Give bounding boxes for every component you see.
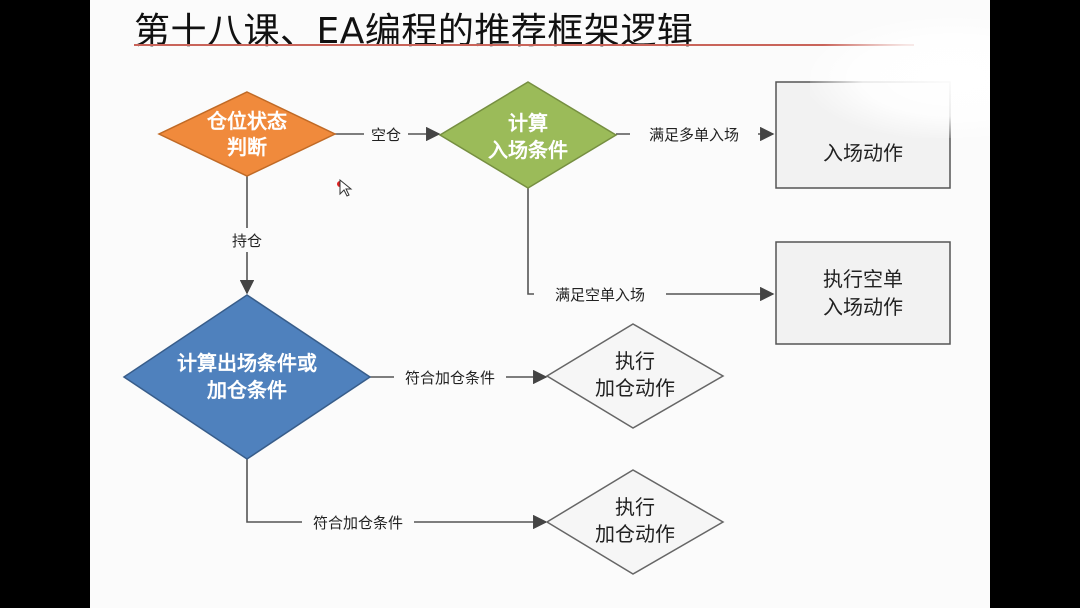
decision-label: 仓位状态 [206, 109, 287, 133]
edge-short [527, 188, 775, 302]
action-label: 加仓动作 [595, 376, 675, 400]
process-short-entry: 执行空单 入场动作 [775, 241, 951, 345]
connectors [239, 126, 775, 530]
decision-label: 计算出场条件或 [177, 351, 317, 375]
decision-entry-calc: 计算 入场条件 [438, 81, 618, 189]
decision-position-check: 仓位状态 判断 [157, 91, 337, 177]
decision-exit-calc: 计算出场条件或 加仓条件 [122, 294, 372, 460]
action-label: 执行 [615, 495, 655, 519]
decision-label: 加仓条件 [206, 378, 287, 402]
process-label: 入场动作 [823, 295, 903, 319]
decision-label: 入场条件 [488, 138, 568, 162]
edge-label-holding: 持仓 [232, 232, 262, 250]
edge-label-bg [534, 282, 666, 306]
edge-label-long: 满足多单入场 [649, 126, 739, 144]
edge-label-empty: 空仓 [371, 126, 401, 144]
pointer-cursor-icon [337, 178, 353, 197]
decision-label: 判断 [227, 135, 267, 159]
edge-label-bg [394, 365, 506, 389]
slide: 第十八课、EA编程的推荐框架逻辑 空仓 满足多单入场 持仓 满足空单入场 符合加… [90, 0, 990, 608]
edge-add-2 [246, 458, 548, 530]
edge-label-bg [302, 510, 414, 534]
action-label: 加仓动作 [595, 522, 675, 546]
edge-label-bg [222, 228, 272, 252]
process-label: 执行空单 [823, 267, 903, 291]
title-underline [134, 44, 914, 46]
edge-label-add-2: 符合加仓条件 [313, 514, 403, 532]
edge-label-add-1: 符合加仓条件 [405, 369, 495, 387]
flowchart: 空仓 满足多单入场 持仓 满足空单入场 符合加仓条件 符合加仓条件 仓位状态 判… [122, 81, 951, 575]
edge-label-short: 满足空单入场 [555, 286, 645, 304]
process-long-entry: 入场动作 [775, 81, 951, 189]
action-label: 执行 [615, 349, 655, 373]
edge-label-bg [364, 122, 408, 146]
decision-label: 计算 [508, 111, 548, 135]
action-add-position-2: 执行 加仓动作 [545, 469, 725, 575]
action-add-position-1: 执行 加仓动作 [545, 323, 725, 429]
process-label: 入场动作 [823, 141, 903, 165]
edge-label-bg [630, 122, 758, 146]
